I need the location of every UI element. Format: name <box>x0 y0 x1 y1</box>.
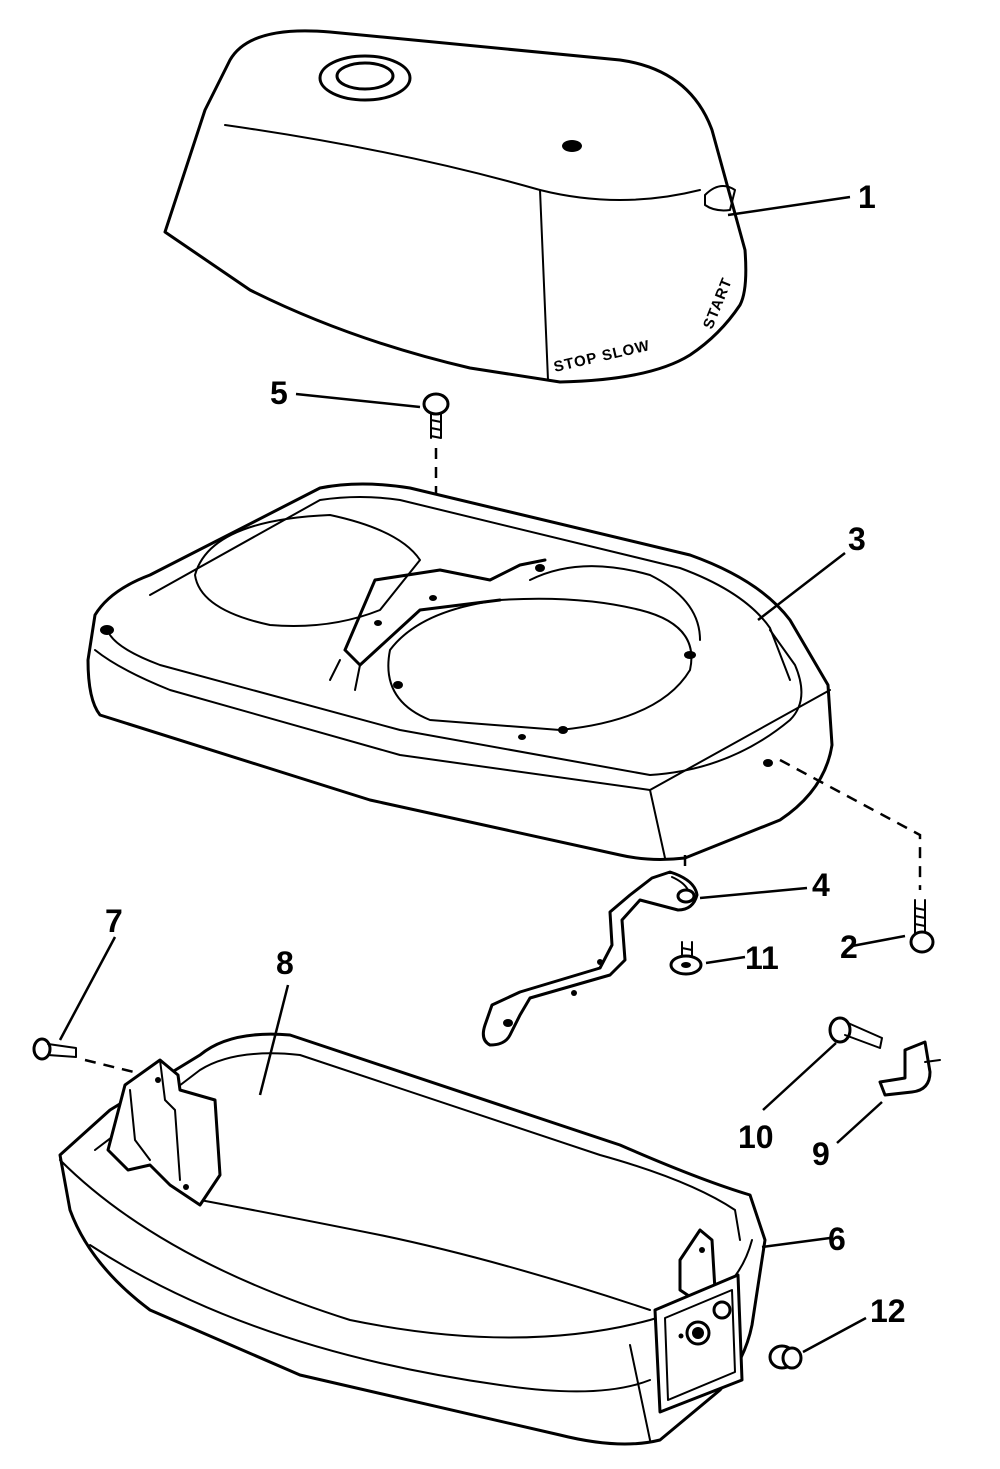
screw-part-11 <box>669 941 703 976</box>
cover-screw-hole <box>562 140 582 152</box>
callout-12: 12 <box>870 1293 906 1329</box>
callout-10: 10 <box>738 1119 774 1155</box>
clip-part-9 <box>878 1040 941 1097</box>
top-cover-part-1: STOP SLOW START <box>163 29 748 384</box>
grommet-part-12 <box>768 1344 803 1370</box>
motor-cover-rim-part-3 <box>86 482 922 890</box>
callout-9: 9 <box>812 1136 830 1172</box>
callout-6: 6 <box>828 1221 846 1257</box>
callout-7: 7 <box>105 903 123 939</box>
screw-part-10 <box>828 1016 883 1049</box>
leader-lines <box>58 195 906 1354</box>
callout-5: 5 <box>270 375 288 411</box>
callout-2: 2 <box>840 929 858 965</box>
cover-knob-slot <box>704 185 736 212</box>
bracket-part-4 <box>481 870 699 1047</box>
callout-1: 1 <box>858 179 876 215</box>
callout-3: 3 <box>848 521 866 557</box>
callout-11: 11 <box>745 940 779 976</box>
lower-pan-part-6 <box>58 1032 767 1446</box>
callout-4: 4 <box>812 867 830 903</box>
callout-8: 8 <box>276 945 294 981</box>
screw-part-2 <box>909 899 935 954</box>
